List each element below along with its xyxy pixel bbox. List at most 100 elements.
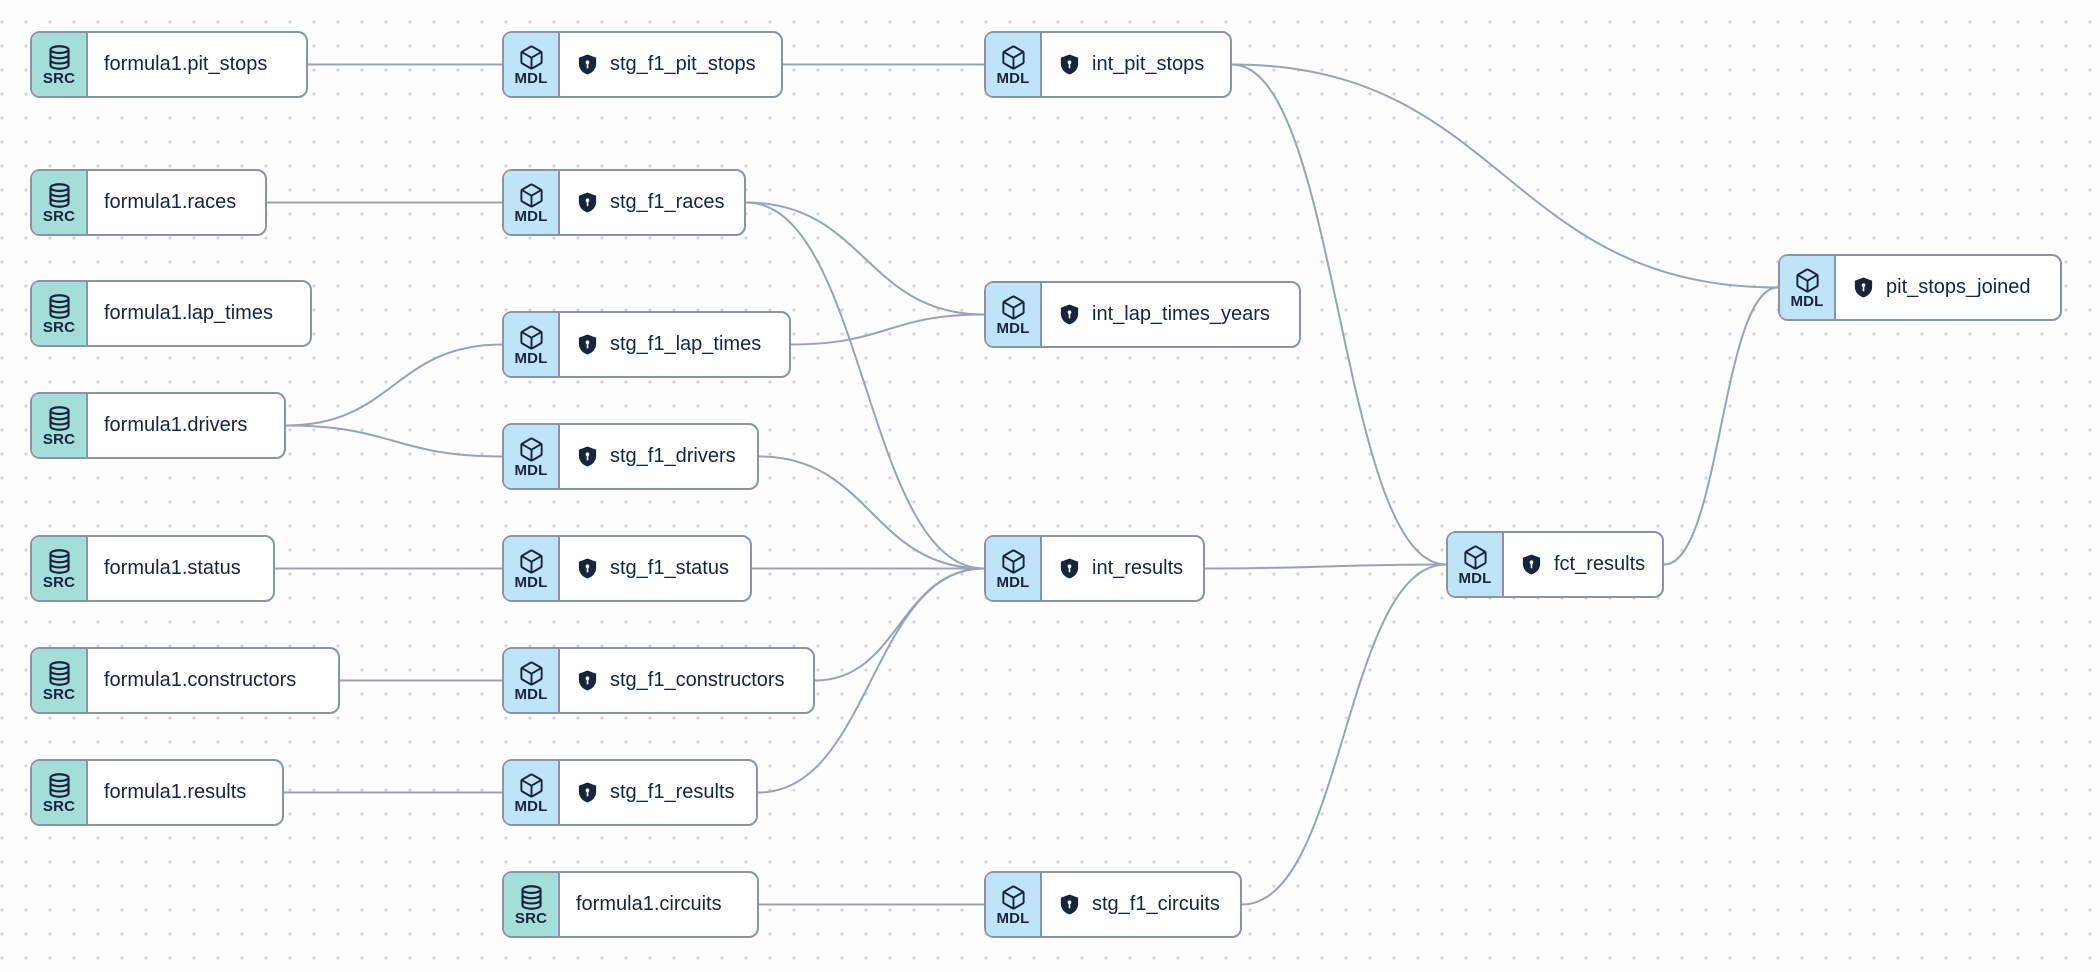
node-int_lap_times_years[interactable]: MDL int_lap_times_years bbox=[984, 281, 1301, 348]
node-body: formula1.constructors bbox=[88, 649, 338, 712]
node-stg_f1_lap_times[interactable]: MDL stg_f1_lap_times bbox=[502, 311, 791, 378]
node-stg_f1_status[interactable]: MDL stg_f1_status bbox=[502, 535, 752, 602]
source-type-badge: SRC bbox=[32, 649, 88, 712]
node-label: stg_f1_results bbox=[610, 781, 735, 803]
edge-stg_races-int_results bbox=[745, 201, 985, 570]
node-formula1.races[interactable]: SRC formula1.races bbox=[30, 169, 267, 236]
model-type-badge: MDL bbox=[504, 761, 560, 824]
cube-icon bbox=[518, 44, 545, 71]
edge-stg_drivers-int_results bbox=[758, 455, 985, 570]
source-type-badge: SRC bbox=[32, 33, 88, 96]
badge-label: MDL bbox=[514, 686, 548, 704]
edge-stg_results-int_results bbox=[757, 567, 985, 794]
shield-icon bbox=[576, 557, 599, 580]
node-label: fct_results bbox=[1554, 553, 1646, 575]
node-int_results[interactable]: MDL int_results bbox=[984, 535, 1205, 602]
node-label: int_results bbox=[1092, 557, 1184, 579]
node-body: stg_f1_drivers bbox=[560, 425, 757, 488]
database-icon bbox=[46, 44, 73, 71]
model-type-badge: MDL bbox=[504, 649, 560, 712]
node-label: stg_f1_drivers bbox=[610, 445, 736, 467]
edge-src_drivers-stg_drivers bbox=[285, 424, 503, 458]
database-icon bbox=[46, 660, 73, 687]
node-label: int_lap_times_years bbox=[1092, 303, 1270, 325]
model-type-badge: MDL bbox=[986, 283, 1042, 346]
cube-icon bbox=[1000, 884, 1027, 911]
shield-icon bbox=[1058, 53, 1081, 76]
node-stg_f1_results[interactable]: MDL stg_f1_results bbox=[502, 759, 758, 826]
badge-label: SRC bbox=[42, 686, 76, 704]
node-body: stg_f1_lap_times bbox=[560, 313, 789, 376]
source-type-badge: SRC bbox=[32, 171, 88, 234]
model-type-badge: MDL bbox=[504, 33, 560, 96]
badge-label: MDL bbox=[514, 208, 548, 226]
node-stg_f1_circuits[interactable]: MDL stg_f1_circuits bbox=[984, 871, 1242, 938]
badge-label: MDL bbox=[514, 574, 548, 592]
shield-icon bbox=[576, 53, 599, 76]
shield-icon bbox=[576, 333, 599, 356]
node-body: formula1.drivers bbox=[88, 394, 284, 457]
node-formula1.pit_stops[interactable]: SRC formula1.pit_stops bbox=[30, 31, 308, 98]
node-label: formula1.pit_stops bbox=[104, 53, 268, 75]
cube-icon bbox=[518, 548, 545, 575]
node-label: stg_f1_status bbox=[610, 557, 729, 579]
node-body: stg_f1_constructors bbox=[560, 649, 813, 712]
node-label: pit_stops_joined bbox=[1886, 276, 2031, 298]
node-body: formula1.status bbox=[88, 537, 273, 600]
model-type-badge: MDL bbox=[504, 425, 560, 488]
badge-label: MDL bbox=[514, 70, 548, 88]
node-body: int_results bbox=[1042, 537, 1203, 600]
source-type-badge: SRC bbox=[32, 761, 88, 824]
badge-label: SRC bbox=[42, 431, 76, 449]
database-icon bbox=[46, 182, 73, 209]
shield-icon bbox=[576, 781, 599, 804]
database-icon bbox=[518, 884, 545, 911]
edge-int_results-fct_results bbox=[1204, 563, 1447, 570]
badge-label: MDL bbox=[1458, 570, 1492, 588]
node-fct_results[interactable]: MDL fct_results bbox=[1446, 531, 1664, 598]
badge-label: SRC bbox=[42, 208, 76, 226]
shield-icon bbox=[1058, 557, 1081, 580]
node-label: formula1.results bbox=[104, 781, 247, 803]
badge-label: MDL bbox=[514, 462, 548, 480]
database-icon bbox=[46, 772, 73, 799]
node-stg_f1_races[interactable]: MDL stg_f1_races bbox=[502, 169, 746, 236]
node-formula1.drivers[interactable]: SRC formula1.drivers bbox=[30, 392, 286, 459]
node-stg_f1_constructors[interactable]: MDL stg_f1_constructors bbox=[502, 647, 815, 714]
node-body: fct_results bbox=[1504, 533, 1662, 596]
edge-stg_circuits-fct_results bbox=[1241, 563, 1447, 906]
shield-icon bbox=[576, 191, 599, 214]
node-label: stg_f1_lap_times bbox=[610, 333, 762, 355]
badge-label: MDL bbox=[996, 574, 1030, 592]
node-body: stg_f1_status bbox=[560, 537, 750, 600]
node-formula1.results[interactable]: SRC formula1.results bbox=[30, 759, 284, 826]
node-label: stg_f1_circuits bbox=[1092, 893, 1220, 915]
node-label: formula1.races bbox=[104, 191, 237, 213]
badge-label: SRC bbox=[42, 574, 76, 592]
badge-label: MDL bbox=[514, 350, 548, 368]
cube-icon bbox=[518, 436, 545, 463]
shield-icon bbox=[576, 669, 599, 692]
node-formula1.constructors[interactable]: SRC formula1.constructors bbox=[30, 647, 340, 714]
edge-int_pit_stops-pit_stops_joined bbox=[1231, 63, 1779, 289]
cube-icon bbox=[518, 772, 545, 799]
node-body: stg_f1_races bbox=[560, 171, 744, 234]
model-type-badge: MDL bbox=[1448, 533, 1504, 596]
model-type-badge: MDL bbox=[504, 537, 560, 600]
node-body: formula1.results bbox=[88, 761, 282, 824]
node-label: stg_f1_constructors bbox=[610, 669, 785, 691]
source-type-badge: SRC bbox=[504, 873, 560, 936]
node-formula1.status[interactable]: SRC formula1.status bbox=[30, 535, 275, 602]
model-type-badge: MDL bbox=[504, 171, 560, 234]
node-stg_f1_drivers[interactable]: MDL stg_f1_drivers bbox=[502, 423, 759, 490]
edge-stg_constructors-int_results bbox=[814, 567, 985, 682]
database-icon bbox=[46, 405, 73, 432]
model-type-badge: MDL bbox=[986, 873, 1042, 936]
